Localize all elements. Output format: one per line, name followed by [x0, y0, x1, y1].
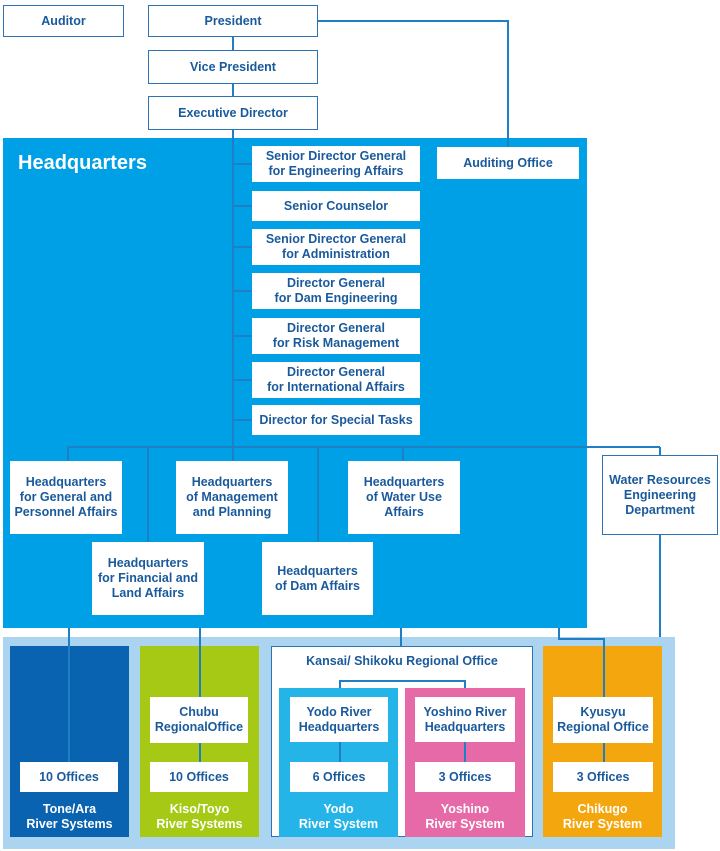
kansai-shikoku-title: Kansai/ Shikoku Regional Office [306, 653, 498, 668]
president-box: President [148, 5, 318, 37]
auditing-office-box: Auditing Office [437, 147, 579, 179]
hq-water-use-box: Headquarters of Water Use Affairs [348, 461, 460, 534]
senior-director-engineering-box: Senior Director General for Engineering … [252, 146, 420, 182]
hq-dam-affairs-box: Headquarters of Dam Affairs [262, 542, 373, 615]
director-special-tasks-box: Director for Special Tasks [252, 405, 420, 435]
chikugo-region-label: Chikugo River System [562, 802, 643, 831]
tone-offices-box: 10 Offices [20, 762, 118, 792]
kiso-offices-box: 10 Offices [150, 762, 248, 792]
director-dam-engineering-box: Director General for Dam Engineering [252, 273, 420, 309]
chikugo-offices-box: 3 Offices [553, 762, 653, 792]
hq-financial-land-box: Headquarters for Financial and Land Affa… [92, 542, 204, 615]
vice-president-box: Vice President [148, 50, 318, 84]
chubu-regional-office-box: Chubu RegionalOffice [150, 697, 248, 743]
yodo-headquarters-box: Yodo River Headquarters [290, 697, 388, 742]
senior-counselor-box: Senior Counselor [252, 191, 420, 221]
yoshino-region-label: Yoshino River System [425, 802, 505, 831]
yodo-region-label: Yodo River System [298, 802, 379, 831]
kiso-region-label: Kiso/Toyo River Systems [156, 802, 243, 831]
headquarters-title: Headquarters [18, 152, 147, 174]
executive-director-box: Executive Director [148, 96, 318, 130]
senior-director-administration-box: Senior Director General for Administrati… [252, 229, 420, 265]
yoshino-offices-box: 3 Offices [415, 762, 515, 792]
kyusyu-regional-office-box: Kyusyu Regional Office [553, 697, 653, 743]
hq-management-planning-box: Headquarters of Management and Planning [176, 461, 288, 534]
water-resources-department-box: Water Resources Engineering Department [602, 455, 718, 535]
hq-general-personnel-box: Headquarters for General and Personnel A… [10, 461, 122, 534]
tone-region-label: Tone/Ara River Systems [26, 802, 113, 831]
auditor-box: Auditor [3, 5, 124, 37]
yoshino-headquarters-box: Yoshino River Headquarters [415, 697, 515, 742]
yodo-offices-box: 6 Offices [290, 762, 388, 792]
director-risk-management-box: Director General for Risk Management [252, 318, 420, 354]
director-international-affairs-box: Director General for International Affai… [252, 362, 420, 398]
